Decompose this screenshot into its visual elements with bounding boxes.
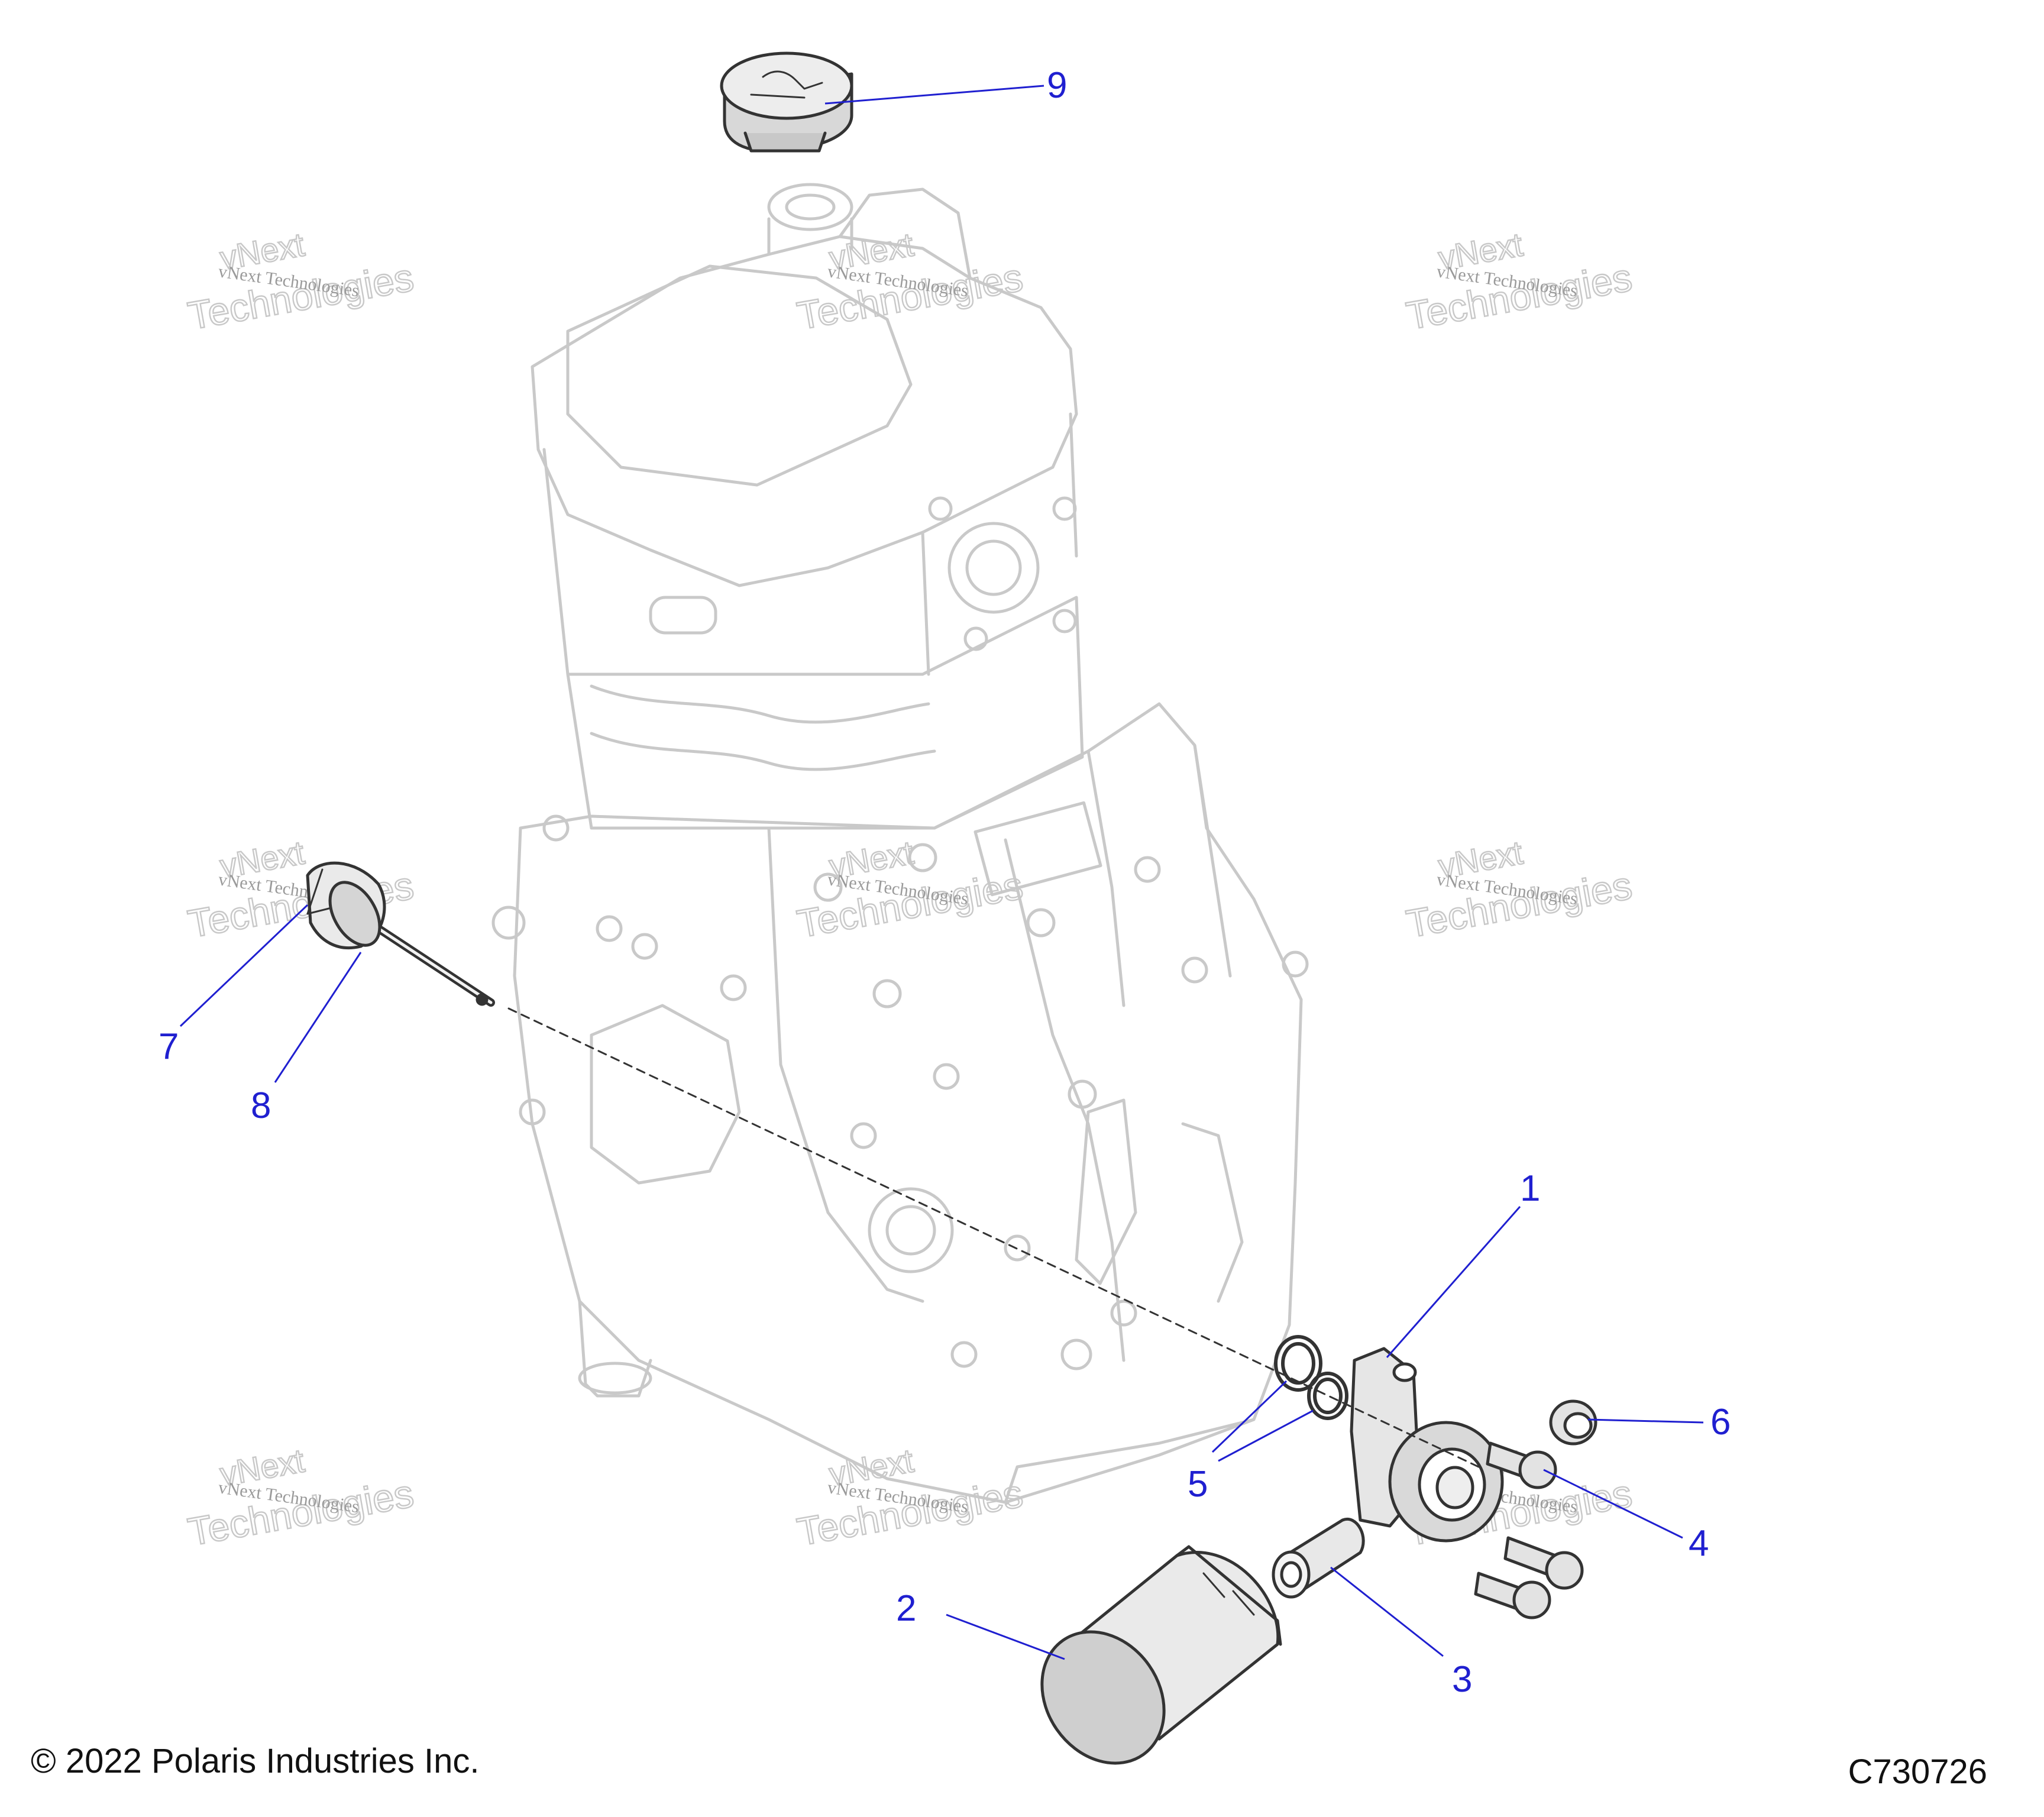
callout-4[interactable]: 4 <box>1689 1523 1709 1564</box>
bolt-part <box>1474 1441 1584 1619</box>
callout-9[interactable]: 9 <box>1047 65 1067 106</box>
watermark: vNext Technologies vNext Technologies <box>184 225 418 338</box>
o-ring-part <box>1274 1335 1348 1420</box>
watermark: vNext Technologies vNext Technologies <box>184 1441 418 1554</box>
copyright-notice: © 2022 Polaris Industries Inc. <box>31 1742 480 1780</box>
callout-6[interactable]: 6 <box>1710 1402 1731 1443</box>
leader-line-4 <box>1543 1469 1683 1539</box>
watermark: vNext Technologies vNext Technologies <box>793 225 1027 338</box>
callout-3[interactable]: 3 <box>1452 1659 1472 1700</box>
oil-filter-adapter-part <box>1350 1347 1504 1543</box>
leader-line-8 <box>274 952 362 1083</box>
oil-fill-cap-part <box>720 51 853 153</box>
watermark: vNext Technologies vNext Technologies <box>793 833 1027 946</box>
leader-line-6 <box>1587 1418 1704 1424</box>
assembly-centerline <box>507 1007 1480 1468</box>
dipstick-part <box>306 861 495 1007</box>
leader-line-9 <box>824 85 1044 105</box>
watermarks: vNext Technologies vNext Technologies vN… <box>184 225 1636 1554</box>
watermark: vNext Technologies vNext Technologies <box>1402 833 1636 946</box>
adapter-spacer-part <box>1272 1517 1365 1599</box>
leader-line-5b <box>1218 1409 1314 1462</box>
watermark: vNext Technologies vNext Technologies <box>1402 225 1636 338</box>
callout-7[interactable]: 7 <box>159 1026 179 1067</box>
leader-line-7 <box>179 904 309 1027</box>
plug-part <box>1549 1399 1597 1446</box>
leader-line-2 <box>946 1614 1065 1660</box>
oil-filter-part <box>1040 1545 1282 1765</box>
leader-line-5a <box>1211 1380 1288 1453</box>
callout-2[interactable]: 2 <box>896 1588 916 1629</box>
engine-block-drawing <box>491 183 1309 1504</box>
watermark: vNext Technologies vNext Technologies <box>793 1441 1027 1554</box>
diagram-code: C730726 <box>1848 1753 1987 1791</box>
leader-line-1 <box>1386 1206 1521 1358</box>
callout-5[interactable]: 5 <box>1188 1464 1208 1505</box>
callout-1[interactable]: 1 <box>1520 1168 1540 1209</box>
leader-line-3 <box>1330 1566 1444 1657</box>
callout-8[interactable]: 8 <box>251 1085 271 1126</box>
